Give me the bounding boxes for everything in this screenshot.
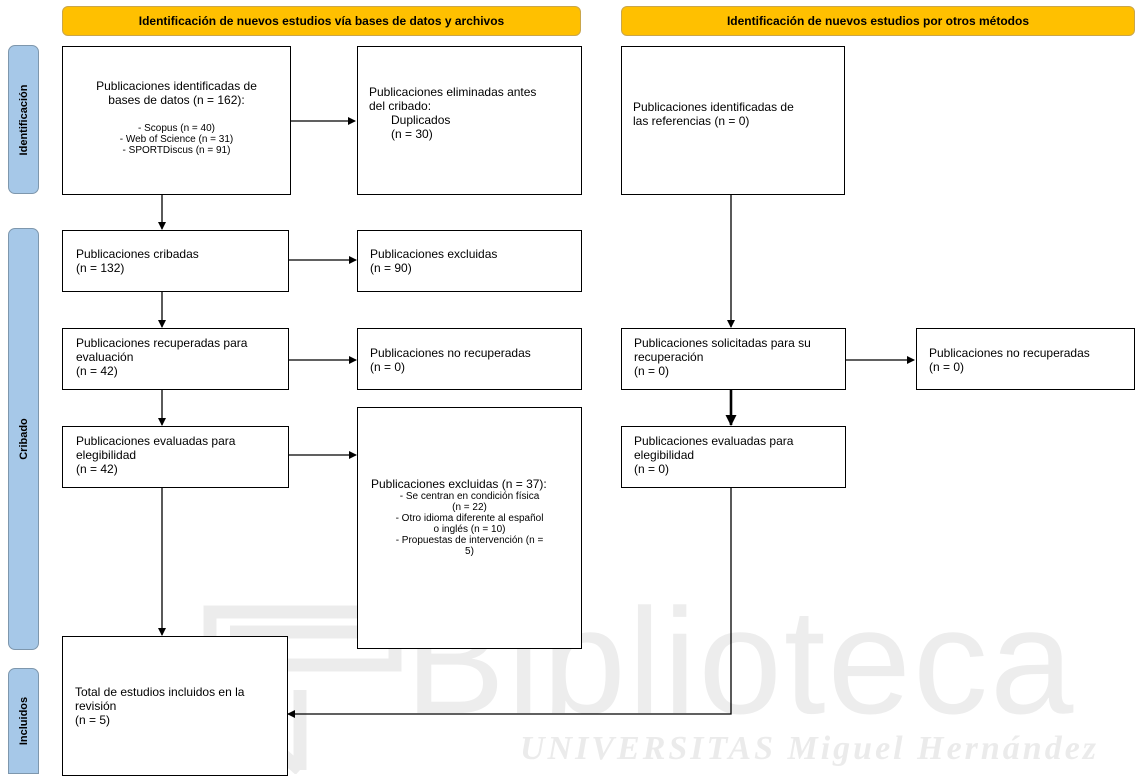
box-evaluadas-left: Publicaciones evaluadas para elegibilida… <box>62 426 289 488</box>
box-excluidas-37: Publicaciones excluidas (n = 37): - Se c… <box>357 407 582 649</box>
no-recuperadas-right-line1: Publicaciones no recuperadas <box>929 346 1090 360</box>
box-excluidas: Publicaciones excluidas (n = 90) <box>357 230 582 292</box>
box-eliminados: Publicaciones eliminadas antes del criba… <box>357 46 582 195</box>
evaluadas-right-line3: (n = 0) <box>634 462 670 476</box>
solicitadas-line3: (n = 0) <box>634 364 670 378</box>
recuperadas-line2: evaluación <box>76 350 134 364</box>
header-databases: Identificación de nuevos estudios vía ba… <box>62 6 581 36</box>
reason-line1: - Se centran en condición física <box>399 491 540 502</box>
incluidos-line3: (n = 5) <box>75 713 111 727</box>
box-evaluadas-right: Publicaciones evaluadas para elegibilida… <box>621 426 846 488</box>
source-sportdiscus: - SPORTDiscus (n = 91) <box>122 145 231 156</box>
no-recuperadas-left-line2: (n = 0) <box>370 360 406 374</box>
evaluadas-left-line3: (n = 42) <box>76 462 118 476</box>
evaluadas-right-line2: elegibilidad <box>634 448 695 462</box>
reason-line6: 5) <box>465 546 474 557</box>
incluidos-line1: Total de estudios incluidos en la <box>75 685 245 699</box>
referencias-line1: Publicaciones identificadas de <box>633 100 794 114</box>
arrow-evaluadas-right-to-incluidos <box>287 488 732 718</box>
box-identificadas-bd: Publicaciones identificadas de bases de … <box>62 46 291 195</box>
box-solicitadas: Publicaciones solicitadas para su recupe… <box>621 328 846 390</box>
evaluadas-left-line1: Publicaciones evaluadas para <box>76 434 236 448</box>
box-recuperadas: Publicaciones recuperadas para evaluació… <box>62 328 289 390</box>
box-cribadas: Publicaciones cribadas (n = 132) <box>62 230 289 292</box>
phase-incluidos-label: Incluidos <box>17 696 30 746</box>
reason-line5: - Propuestas de intervención (n = <box>395 535 544 546</box>
box-no-recuperadas-left: Publicaciones no recuperadas (n = 0) <box>357 328 582 390</box>
reason-line3: - Otro idioma diferente al español <box>395 513 544 524</box>
no-recuperadas-left-line1: Publicaciones no recuperadas <box>370 346 531 360</box>
eliminados-line3: Duplicados <box>391 113 451 127</box>
eliminados-line1: Publicaciones eliminadas antes <box>369 85 537 99</box>
cribadas-line1: Publicaciones cribadas <box>76 247 199 261</box>
header-other-methods: Identificación de nuevos estudios por ot… <box>621 6 1135 36</box>
source-scopus: - Scopus (n = 40) <box>138 123 215 134</box>
evaluadas-left-line2: elegibilidad <box>76 448 137 462</box>
excluidas37-title: Publicaciones excluidas (n = 37): <box>371 477 547 491</box>
phase-identificacion: Identificación <box>8 45 39 194</box>
identificadas-line2: bases de datos (n = 162): <box>108 93 245 107</box>
phase-identificacion-label: Identificación <box>17 84 30 155</box>
no-recuperadas-right-line2: (n = 0) <box>929 360 965 374</box>
recuperadas-line1: Publicaciones recuperadas para <box>76 336 248 350</box>
phase-cribado: Cribado <box>8 228 39 650</box>
box-incluidos: Total de estudios incluidos en la revisi… <box>62 636 288 776</box>
phase-cribado-label: Cribado <box>17 418 30 460</box>
phase-incluidos: Incluidos <box>8 668 39 774</box>
box-no-recuperadas-right: Publicaciones no recuperadas (n = 0) <box>916 328 1135 390</box>
referencias-line2: las referencias (n = 0) <box>633 114 750 128</box>
incluidos-line2: revisión <box>75 699 117 713</box>
source-wos: - Web of Science (n = 31) <box>119 134 234 145</box>
excluidas-line2: (n = 90) <box>370 261 412 275</box>
database-sources: - Scopus (n = 40) - Web of Science (n = … <box>63 123 290 156</box>
solicitadas-line1: Publicaciones solicitadas para su <box>634 336 811 350</box>
evaluadas-right-line1: Publicaciones evaluadas para <box>634 434 794 448</box>
eliminados-line4: (n = 30) <box>391 127 433 141</box>
reason-line4: o inglés (n = 10) <box>433 524 506 535</box>
box-referencias: Publicaciones identificadas de las refer… <box>621 46 845 195</box>
excluidas-line1: Publicaciones excluidas <box>370 247 498 261</box>
eliminados-line2: del cribado: <box>369 99 432 113</box>
exclusion-reasons: - Se centran en condición física (n = 22… <box>358 491 581 557</box>
solicitadas-line2: recuperación <box>634 350 704 364</box>
reason-line2: (n = 22) <box>452 502 487 513</box>
cribadas-line2: (n = 132) <box>76 261 125 275</box>
identificadas-line1: Publicaciones identificadas de <box>96 79 257 93</box>
recuperadas-line3: (n = 42) <box>76 364 118 378</box>
